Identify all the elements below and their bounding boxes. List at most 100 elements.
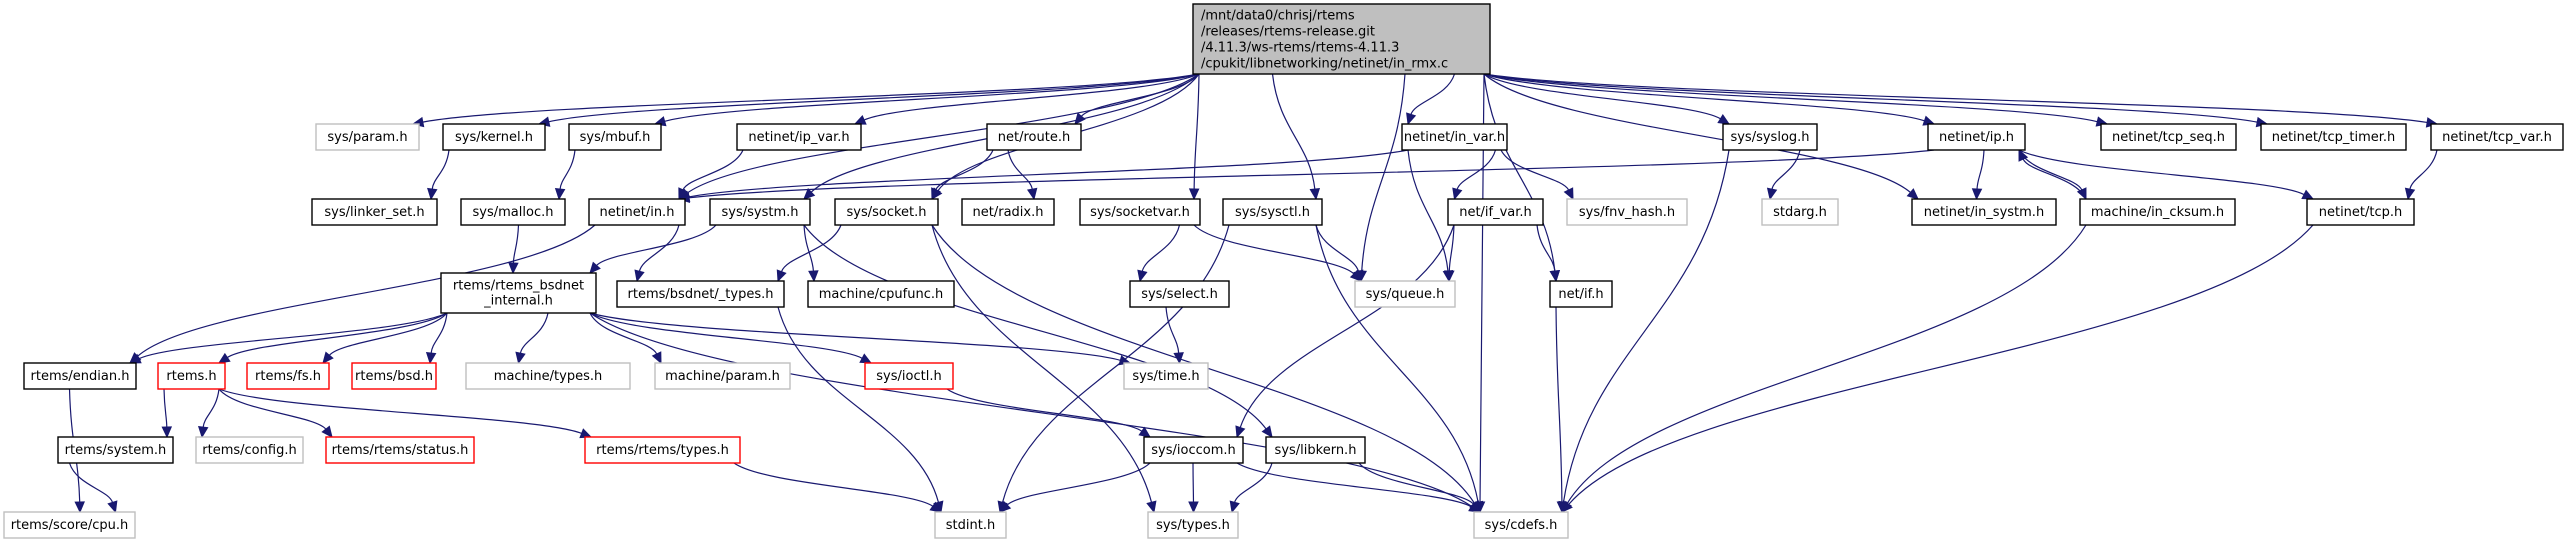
edge-line xyxy=(548,73,1200,123)
arrowhead-icon xyxy=(1026,187,1038,201)
include-edge-net-if-to-sys-cdefs xyxy=(1555,306,1568,514)
node-label: netinet/tcp.h xyxy=(2319,205,2403,220)
arrowhead-icon xyxy=(1353,269,1364,283)
header-node-netinet-tcp-timer[interactable]: netinet/tcp_timer.h xyxy=(2260,123,2407,151)
edge-line xyxy=(1407,149,1449,272)
node-label: stdint.h xyxy=(946,518,995,533)
arrowhead-icon xyxy=(1137,269,1148,283)
header-node-sys-param[interactable]: sys/param.h xyxy=(315,123,420,151)
edge-line xyxy=(1536,224,1556,272)
header-node-rtems-bsd[interactable]: rtems/bsd.h xyxy=(351,362,437,390)
arrowhead-icon xyxy=(107,500,118,514)
header-node-rtems-fs[interactable]: rtems/fs.h xyxy=(246,362,330,390)
edge-line xyxy=(1483,73,1911,193)
node-label: sys/cdefs.h xyxy=(1485,518,1558,533)
include-edge-sys-sysctl-to-sys-queue xyxy=(1315,224,1364,283)
arrowhead-icon xyxy=(2404,187,2416,201)
edge-line xyxy=(1483,73,2098,123)
header-node-netinet-tcp-var[interactable]: netinet/tcp_var.h xyxy=(2430,123,2564,151)
edge-line xyxy=(589,312,658,355)
node-label: rtems/score/cpu.h xyxy=(11,518,129,533)
node-box xyxy=(460,198,566,226)
edge-line xyxy=(688,149,1409,198)
header-node-stdint[interactable]: stdint.h xyxy=(934,511,1007,539)
edge-line xyxy=(686,73,1200,194)
node-box xyxy=(834,198,939,226)
node-label: rtems/endian.h xyxy=(31,369,130,384)
node-box xyxy=(1079,198,1201,226)
header-node-sys-socketvar[interactable]: sys/socketvar.h xyxy=(1079,198,1201,226)
header-node-sys-syslog[interactable]: sys/syslog.h xyxy=(1722,123,1818,151)
header-node-net-radix[interactable]: net/radix.h xyxy=(961,198,1055,226)
header-node-machine-param[interactable]: machine/param.h xyxy=(654,362,791,390)
edge-line xyxy=(777,306,940,503)
header-node-netinet-ip-var[interactable]: netinet/ip_var.h xyxy=(736,123,862,151)
node-box xyxy=(1722,123,1818,151)
header-node-sys-ioccom[interactable]: sys/ioccom.h xyxy=(1143,436,1244,464)
node-label: netinet/tcp_timer.h xyxy=(2272,130,2396,145)
header-node-sys-fnv-hash[interactable]: sys/fnv_hash.h xyxy=(1566,198,1688,226)
edge-line xyxy=(1483,73,1556,272)
header-node-rtems-score-cpu[interactable]: rtems/score/cpu.h xyxy=(3,511,136,539)
header-node-rtems-bsdnet-internal[interactable]: rtems/rtems_bsdnet_internal.h xyxy=(440,272,597,314)
header-node-netinet-in-var[interactable]: netinet/in_var.h xyxy=(1401,123,1508,151)
arrowhead-icon xyxy=(678,187,689,201)
node-label: _internal.h xyxy=(483,294,553,309)
header-node-sys-malloc[interactable]: sys/malloc.h xyxy=(460,198,566,226)
edge-line xyxy=(733,462,934,507)
arrowhead-icon xyxy=(1261,425,1273,438)
edge-line xyxy=(512,224,520,264)
node-box xyxy=(709,198,811,226)
arrowhead-icon xyxy=(161,426,173,439)
edge-line xyxy=(1271,73,1316,190)
arrowhead-icon xyxy=(554,187,566,201)
header-node-rtems-rtems-status[interactable]: rtems/rtems/status.h xyxy=(325,436,475,464)
header-node-rtems-h[interactable]: rtems.h xyxy=(157,362,226,390)
header-node-rtems-endian[interactable]: rtems/endian.h xyxy=(23,362,137,390)
edge-line xyxy=(1771,149,1801,190)
header-node-net-if-var[interactable]: net/if_var.h xyxy=(1447,198,1544,226)
edge-line xyxy=(1448,224,1455,272)
arrowhead-icon xyxy=(589,261,601,274)
header-node-sys-sysctl[interactable]: sys/sysctl.h xyxy=(1222,198,1323,226)
header-node-sys-socket[interactable]: sys/socket.h xyxy=(834,198,939,226)
header-node-net-if[interactable]: net/if.h xyxy=(1549,280,1613,308)
header-node-machine-cpufunc[interactable]: machine/cpufunc.h xyxy=(807,280,955,308)
header-node-sys-ioctl[interactable]: sys/ioctl.h xyxy=(864,362,954,390)
header-node-rtems-rtems-types[interactable]: rtems/rtems/types.h xyxy=(584,436,741,464)
header-node-rtems-system[interactable]: rtems/system.h xyxy=(57,436,174,464)
header-node-sys-select[interactable]: sys/select.h xyxy=(1129,280,1230,308)
header-node-sys-cdefs[interactable]: sys/cdefs.h xyxy=(1473,511,1569,539)
header-node-netinet-tcp-seq[interactable]: netinet/tcp_seq.h xyxy=(2100,123,2237,151)
root-file-node[interactable]: /mnt/data0/chrisj/rtems/releases/rtems-r… xyxy=(1192,3,1491,75)
header-node-sys-mbuf[interactable]: sys/mbuf.h xyxy=(568,123,662,151)
header-node-net-route[interactable]: net/route.h xyxy=(986,123,1082,151)
edge-line xyxy=(1555,306,1563,503)
edge-line xyxy=(1361,73,1406,272)
header-node-netinet-ip[interactable]: netinet/ip.h xyxy=(1927,123,2026,151)
header-node-sys-linker-set[interactable]: sys/linker_set.h xyxy=(311,198,438,226)
header-node-machine-types[interactable]: machine/types.h xyxy=(465,362,631,390)
edges-layer xyxy=(68,73,2439,514)
node-label: netinet/tcp_seq.h xyxy=(2112,130,2225,145)
edge-line xyxy=(1483,73,2258,123)
include-edge-sys-syslog-to-stdarg xyxy=(1766,149,1801,201)
node-label: sys/sysctl.h xyxy=(1235,205,1310,220)
header-node-sys-time[interactable]: sys/time.h xyxy=(1123,362,1209,390)
header-node-sys-systm[interactable]: sys/systm.h xyxy=(709,198,811,226)
header-node-netinet-tcp[interactable]: netinet/tcp.h xyxy=(2306,198,2415,226)
header-node-stdarg[interactable]: stdarg.h xyxy=(1761,198,1839,226)
edge-line xyxy=(2022,158,2087,200)
node-box xyxy=(1192,3,1491,75)
header-node-sys-queue[interactable]: sys/queue.h xyxy=(1354,280,1456,308)
header-node-netinet-in[interactable]: netinet/in.h xyxy=(588,198,686,226)
header-node-netinet-in-systm[interactable]: netinet/in_systm.h xyxy=(1911,198,2057,226)
header-node-rtems-config[interactable]: rtems/config.h xyxy=(195,436,304,464)
header-node-sys-types[interactable]: sys/types.h xyxy=(1147,511,1239,539)
header-node-sys-libkern[interactable]: sys/libkern.h xyxy=(1265,436,1366,464)
include-edge-sys-ioccom-to-stdint xyxy=(999,462,1151,513)
header-node-rtems-bsdnet-types[interactable]: rtems/bsdnet/_types.h xyxy=(616,280,785,308)
header-node-machine-in-cksum[interactable]: machine/in_cksum.h xyxy=(2079,198,2236,226)
edge-line xyxy=(559,149,576,190)
header-node-sys-kernel[interactable]: sys/kernel.h xyxy=(442,123,546,151)
